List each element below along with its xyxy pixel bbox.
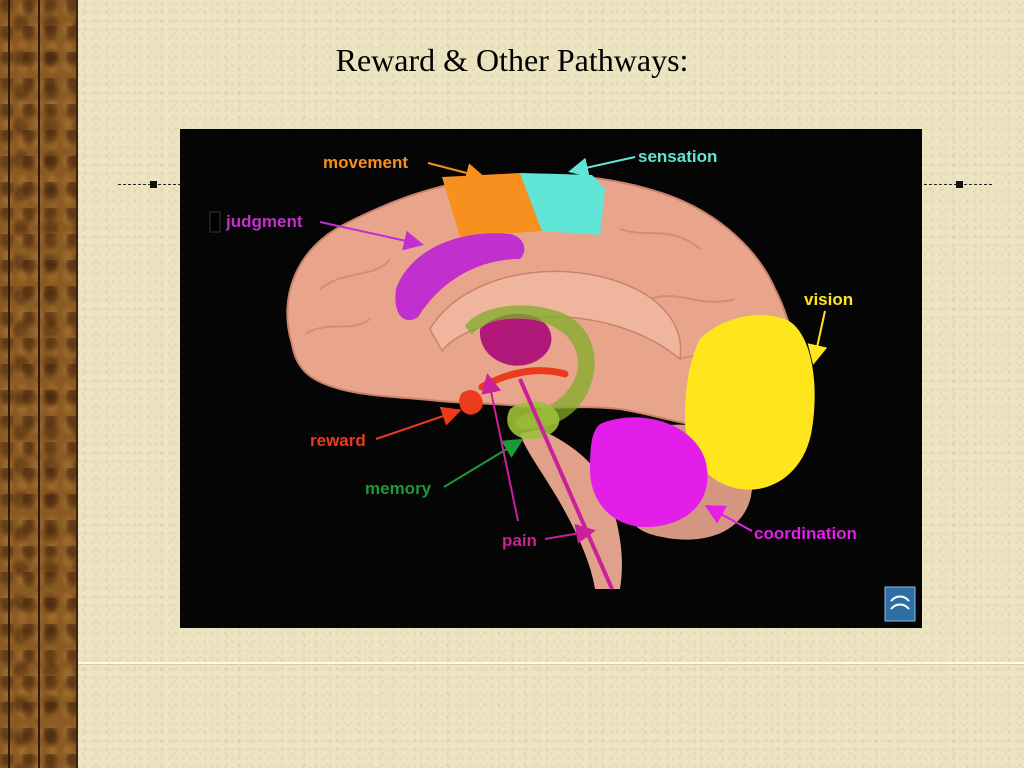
arrow-coordination — [704, 505, 753, 532]
label-vision: vision — [804, 290, 853, 309]
wood-border-strip — [0, 0, 78, 768]
arrow-vision — [807, 310, 828, 365]
decorative-dot — [150, 181, 157, 188]
slide-title: Reward & Other Pathways: — [335, 42, 689, 78]
footer-rule — [78, 662, 1024, 665]
label-movement: movement — [323, 153, 408, 172]
label-judgment: judgment — [225, 212, 303, 231]
label-pain: pain — [502, 531, 537, 550]
vision-region — [685, 315, 815, 490]
label-memory: memory — [365, 479, 432, 498]
wood-divider-line — [8, 0, 10, 768]
arrow-memory — [443, 438, 524, 488]
movement-region — [442, 173, 542, 237]
reward-region — [459, 390, 483, 415]
judgment-region — [395, 233, 525, 321]
wood-divider-line — [38, 0, 40, 768]
brain-diagram: movement sensation judgment vision rewar… — [180, 129, 922, 628]
arrow-movement — [427, 162, 486, 183]
sensation-region — [520, 173, 605, 235]
label-reward: reward — [310, 431, 366, 450]
limbic-ring — [465, 305, 595, 429]
arrow-reward — [375, 406, 462, 440]
arrow-sensation — [568, 156, 636, 178]
label-sensation: sensation — [638, 147, 717, 166]
decorative-dot — [956, 181, 963, 188]
judgment-marker — [209, 211, 221, 233]
arrow-judgment — [319, 221, 424, 251]
label-coordination: coordination — [754, 524, 857, 543]
coordination-region — [590, 417, 708, 528]
pain-pathway — [518, 378, 614, 590]
brain-diagram-svg: movement sensation judgment vision rewar… — [209, 147, 916, 622]
publisher-logo-icon — [884, 586, 916, 622]
arrow-pain-up — [481, 373, 519, 522]
thalamus-region — [479, 313, 552, 366]
memory-region — [507, 401, 560, 439]
arrow-pain — [544, 523, 596, 544]
